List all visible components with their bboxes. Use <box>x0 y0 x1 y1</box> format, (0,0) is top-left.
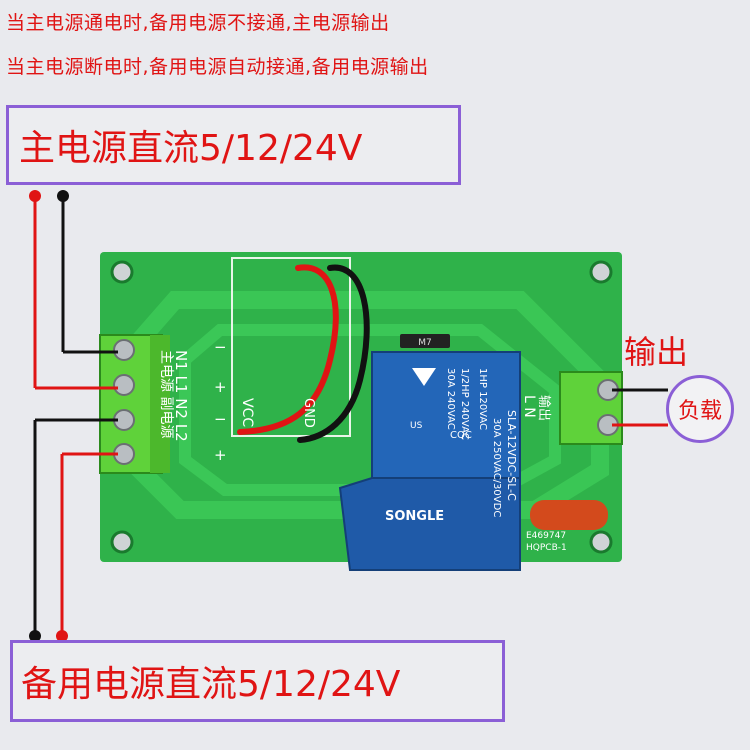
mounting-hole <box>110 530 134 554</box>
mounting-hole <box>589 260 613 284</box>
mounting-hole <box>589 530 613 554</box>
output-label: 输出 <box>624 333 689 371</box>
relay-rating-4: 30A 250VAC/30VDC <box>491 418 502 517</box>
load-circle: 负载 <box>666 375 734 443</box>
silk-left-chinese: 主电源 副电源 <box>158 350 174 438</box>
silk-vcc: VCC <box>239 398 255 427</box>
silk-output-ln: L N <box>521 395 537 418</box>
relay-model: SLA-12VDC-SL-C <box>505 410 518 501</box>
load-text: 负载 <box>677 399 722 424</box>
main-positive-terminal-dot <box>29 190 41 202</box>
relay-cert-us: US <box>410 421 423 431</box>
silk-output-cn: 输出 <box>536 395 552 421</box>
backup-power-text: 备用电源直流5/12/24V <box>21 664 401 705</box>
relay-rating-1: 30A 240VAC <box>445 368 456 430</box>
backup-negative-terminal-dot <box>29 630 41 642</box>
backup-power-label: 备用电源直流5/12/24V <box>10 640 505 722</box>
relay-body-top <box>371 351 521 481</box>
left-terminal-side <box>150 335 170 473</box>
terminal-screw <box>113 374 135 396</box>
silk-code-2: HQPCB-1 <box>526 543 567 553</box>
capacitor <box>530 500 608 530</box>
relay-rating-3: 1HP 120VAC <box>477 368 488 430</box>
sign-2: + <box>214 378 227 396</box>
mounting-hole <box>110 260 134 284</box>
relay-cert-cqc: CQC <box>450 430 472 441</box>
jumper-red <box>237 264 339 435</box>
backup-positive-terminal-dot <box>56 630 68 642</box>
silk-left-pins: N1 L1 N2 L2 <box>172 350 190 442</box>
relay-body-bottom <box>338 477 521 571</box>
main-power-text: 主电源直流5/12/24V <box>19 128 363 169</box>
sign-3: − <box>214 410 227 428</box>
terminal-screw <box>113 339 135 361</box>
sign-1: − <box>214 338 227 356</box>
jumper-black <box>297 264 370 443</box>
caption-line-2: 当主电源断电时,备用电源自动接通,备用电源输出 <box>6 56 429 78</box>
main-negative-terminal-dot <box>57 190 69 202</box>
caption-line-1: 当主电源通电时,备用电源不接通,主电源输出 <box>6 12 390 34</box>
silk-gnd: GND <box>301 398 316 428</box>
silk-outline <box>231 257 351 437</box>
relay-rating-2: 1/2HP 240VAC <box>459 368 470 440</box>
sign-4: + <box>214 446 227 464</box>
relay-logo-triangle <box>412 368 436 386</box>
diode-label: M7 <box>418 338 432 348</box>
silk-code-1: E469747 <box>526 531 566 541</box>
main-power-label: 主电源直流5/12/24V <box>6 105 461 185</box>
relay-brand: SONGLE <box>385 509 444 524</box>
diode <box>400 334 450 348</box>
